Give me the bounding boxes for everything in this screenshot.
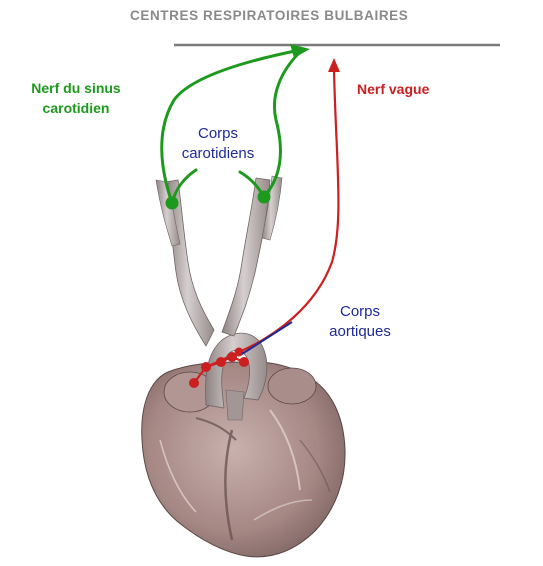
aortic-bodies-label: Corps aortiques	[305, 302, 415, 342]
vagus-nerve-arrowhead	[328, 58, 340, 72]
sinus-nerve-label: Nerf du sinus carotidien	[6, 78, 146, 118]
heart-illustration	[142, 362, 345, 557]
carotid-body-right	[258, 191, 271, 204]
aortic-body-2	[201, 362, 211, 372]
page-title: CENTRES RESPIRATOIRES BULBAIRES	[130, 6, 540, 26]
aortic-bodies-label-line-1: Corps	[305, 302, 415, 322]
aortic-body-6	[235, 348, 244, 357]
aortic-bodies-label-line-2: aortiques	[305, 322, 415, 342]
carotid-bodies-label-line-2: carotidiens	[163, 144, 273, 164]
sinus-nerve-label-line-1: Nerf du sinus	[6, 78, 146, 98]
carotid-body-left	[166, 197, 179, 210]
carotid-bodies-label: Corps carotidiens	[163, 124, 273, 164]
aortic-body-1	[189, 378, 199, 388]
aortic-body-3	[216, 357, 226, 367]
sinus-nerve-label-line-2: carotidien	[6, 98, 146, 118]
vagus-nerve-label: Nerf vague	[357, 79, 429, 99]
carotid-bodies-label-line-1: Corps	[163, 124, 273, 144]
aortic-body-5	[239, 357, 249, 367]
